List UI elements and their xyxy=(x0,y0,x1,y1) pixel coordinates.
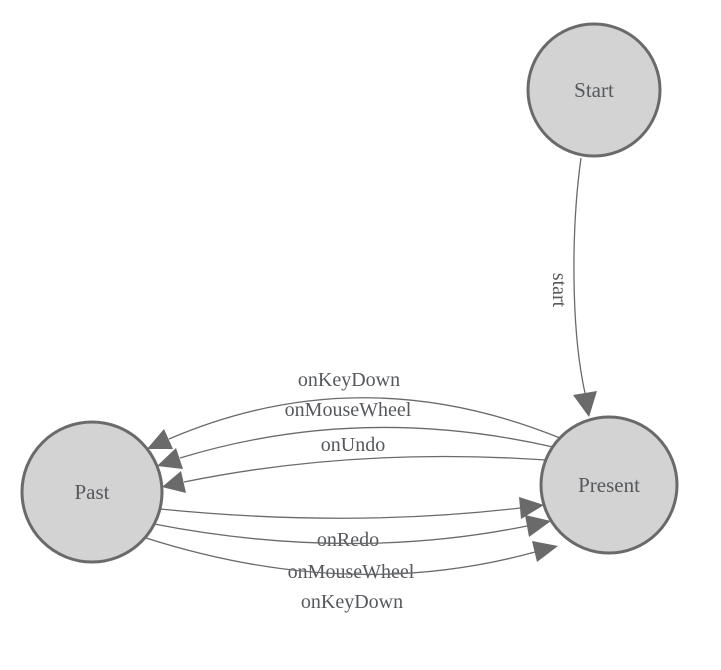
edge-past-to-present-onmousewheel: onMouseWheel xyxy=(153,515,551,583)
edge-label-onredo: onRedo xyxy=(317,529,379,551)
edge-label-onmousewheel-top: onMouseWheel xyxy=(285,399,412,421)
arrowhead-icon xyxy=(532,541,558,562)
edge-present-to-past-onmousewheel: onMouseWheel xyxy=(157,399,554,469)
arrowhead-icon xyxy=(573,391,597,417)
edge-present-to-past-onmousewheel-path xyxy=(179,426,554,459)
node-past-label: Past xyxy=(74,480,109,504)
edge-label-onundo: onUndo xyxy=(321,434,385,456)
edge-present-to-past-onundo: onUndo xyxy=(162,434,547,493)
edge-present-to-past-onundo-path xyxy=(183,455,547,483)
edge-label-onmousewheel-bottom: onMouseWheel xyxy=(288,561,415,583)
node-present-label: Present xyxy=(578,473,640,497)
node-present: Present xyxy=(539,415,679,555)
edge-label-start: start xyxy=(548,273,570,308)
node-start-circle xyxy=(526,22,662,158)
edge-present-to-past-onkeydown: onKeyDown xyxy=(147,369,561,449)
node-start-label: Start xyxy=(574,78,614,102)
edge-past-to-present-onmousewheel-path xyxy=(153,523,528,545)
arrowhead-icon xyxy=(162,471,186,493)
arrowhead-icon xyxy=(157,448,183,469)
arrowhead-icon xyxy=(525,515,551,537)
node-past: Past xyxy=(20,420,164,564)
edge-label-onkeydown-top: onKeyDown xyxy=(298,369,400,391)
edge-past-to-present-onkeydown-path xyxy=(145,537,536,576)
edge-start-to-present: start xyxy=(548,157,597,417)
edge-past-to-present-onredo-path xyxy=(159,507,521,519)
node-past-circle xyxy=(20,420,164,564)
edge-label-onkeydown-bottom: onKeyDown xyxy=(301,591,403,613)
arrowhead-icon xyxy=(519,497,544,519)
arrowhead-icon xyxy=(147,429,173,449)
node-start: Start xyxy=(526,22,662,158)
node-present-circle xyxy=(539,415,679,555)
edge-past-to-present-onredo: onRedo xyxy=(159,497,544,551)
edge-start-to-present-path xyxy=(573,157,586,394)
edge-past-to-present-onkeydown: onKeyDown xyxy=(145,537,558,613)
edge-present-to-past-onkeydown-path xyxy=(168,397,561,440)
